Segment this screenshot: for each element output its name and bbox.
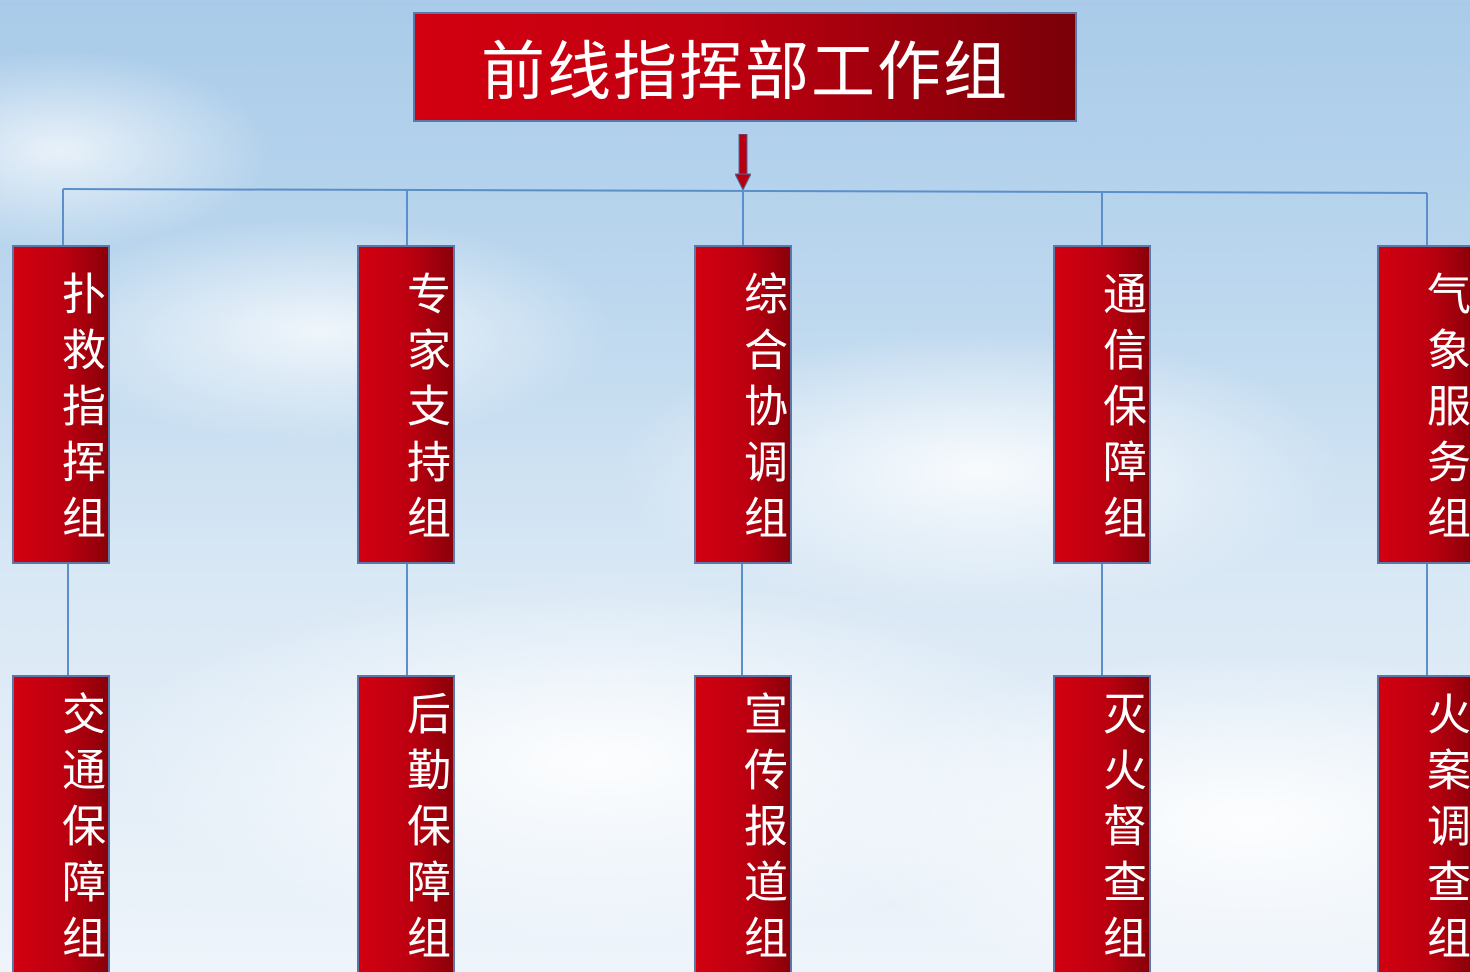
headquarters-title: 前线指挥部工作组 xyxy=(481,36,1009,110)
group-box-firefighting-command: 扑救指挥组 xyxy=(12,245,110,564)
group-box-communication-support: 通信保障组 xyxy=(1053,245,1151,564)
group-label: 气象服务组 xyxy=(1419,270,1470,551)
group-box-fire-case-investigation: 火案调查组 xyxy=(1377,675,1470,972)
group-label: 灭火督查组 xyxy=(1095,691,1146,971)
group-box-logistics-support: 后勤保障组 xyxy=(357,675,455,972)
group-label: 交通保障组 xyxy=(54,691,105,971)
group-box-general-coordination: 综合协调组 xyxy=(694,245,792,564)
group-label: 通信保障组 xyxy=(1095,270,1146,551)
group-box-weather-service: 气象服务组 xyxy=(1377,245,1470,564)
down-arrow-icon xyxy=(735,134,751,190)
headquarters-title-box: 前线指挥部工作组 xyxy=(413,12,1077,122)
group-box-traffic-support: 交通保障组 xyxy=(12,675,110,972)
group-label: 火案调查组 xyxy=(1419,691,1470,971)
group-label: 扑救指挥组 xyxy=(54,270,105,551)
group-box-publicity-reporting: 宣传报道组 xyxy=(694,675,792,972)
group-label: 综合协调组 xyxy=(736,270,787,551)
group-box-expert-support: 专家支持组 xyxy=(357,245,455,564)
group-label: 专家支持组 xyxy=(399,270,450,551)
group-label: 后勤保障组 xyxy=(399,691,450,971)
group-box-firefighting-inspection: 灭火督查组 xyxy=(1053,675,1151,972)
group-label: 宣传报道组 xyxy=(736,691,787,971)
